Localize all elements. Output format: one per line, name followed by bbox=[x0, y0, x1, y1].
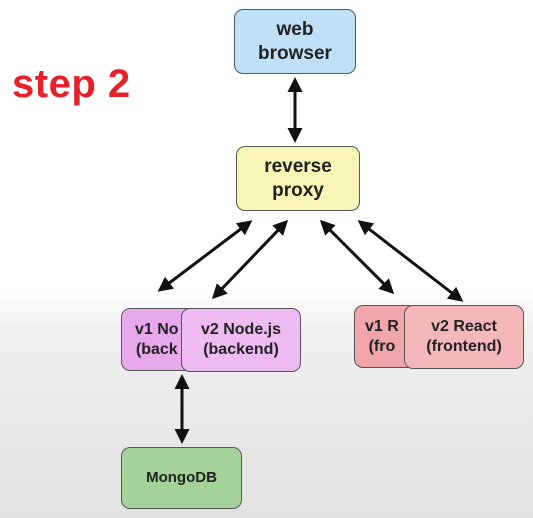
step-title: step 2 bbox=[12, 62, 131, 106]
arrow-proxy-react-v2 bbox=[357, 220, 464, 302]
web-browser-node: web browser bbox=[234, 9, 356, 74]
mongodb-node: MongoDB bbox=[121, 447, 242, 509]
v2-nodejs-backend-node: v2 Node.js (backend) bbox=[181, 308, 301, 372]
arrow-proxy-react-v1 bbox=[319, 219, 395, 295]
reverse-proxy-node: reverse proxy bbox=[236, 146, 360, 211]
arrow-proxy-node-v1 bbox=[157, 220, 253, 292]
v2-react-frontend-node: v2 React (frontend) bbox=[404, 305, 524, 369]
arrow-proxy-node-v2 bbox=[211, 219, 289, 300]
